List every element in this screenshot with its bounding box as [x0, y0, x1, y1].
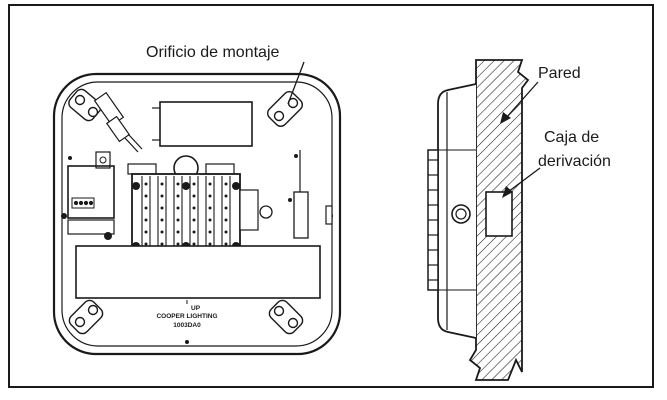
heat-sink — [127, 155, 273, 257]
fixture-up-marking: UP — [191, 305, 201, 312]
wall-leader — [505, 81, 539, 119]
fixture-brand-marking: COOPER LIGHTING — [156, 313, 217, 320]
junction-box-leader — [507, 167, 541, 193]
fixture-side-view — [427, 59, 530, 381]
junction-box — [485, 191, 513, 237]
mounting-hole-top-left — [68, 88, 102, 122]
mounting-hole-leader — [287, 61, 305, 105]
fixture-front-view — [52, 72, 342, 356]
mounting-hole-label: Orificio de montaje — [146, 44, 279, 61]
fixture-model-marking: 1003DA0 — [173, 322, 201, 329]
wall-leader-arrowhead — [500, 112, 511, 124]
junction-box-label-line1: Caja de — [544, 129, 599, 146]
mounting-hole-bottom-left — [68, 299, 104, 335]
mounting-hole-bottom-right — [268, 299, 304, 335]
junction-box-leader-arrowhead — [502, 186, 513, 198]
junction-box-label-line2: derivación — [538, 153, 611, 170]
wall-label: Pared — [538, 65, 581, 82]
